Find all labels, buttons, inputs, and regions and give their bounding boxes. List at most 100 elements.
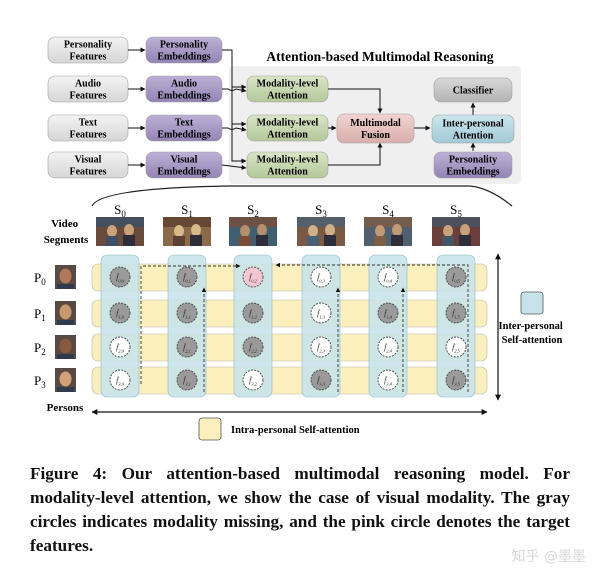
feature-circle-normal: f̂3,4: [377, 369, 399, 391]
feature-circle-normal: f̂2,5: [445, 336, 467, 358]
segment-label: S1: [181, 202, 193, 219]
feature-circle-missing: f̂2,2: [242, 336, 264, 358]
svg-text:f̂0,1: f̂0,1: [183, 271, 191, 284]
feature-circle-missing: f̂0,0: [109, 266, 131, 288]
inter-legend-label: Inter-personal Self-attention: [499, 321, 566, 346]
watermark: 知乎 @墨墨: [511, 549, 586, 565]
feature-circle-missing: f̂3,3: [310, 369, 332, 391]
feature-circle-normal: f̂3,2: [242, 369, 264, 391]
svg-text:f̂0,0: f̂0,0: [116, 271, 124, 284]
svg-text:f̂0,2: f̂0,2: [249, 271, 257, 284]
feature-circle-normal: f̂0,3: [310, 266, 332, 288]
svg-text:f̂3,0: f̂3,0: [116, 374, 124, 387]
axes: [91, 253, 501, 415]
intra-legend-swatch: [198, 417, 222, 441]
intra-row-1: [91, 299, 488, 328]
feature-circle-missing: f̂1,1: [176, 302, 198, 324]
inter-col-2: [233, 254, 273, 398]
segment-s2: S2: [229, 202, 277, 246]
person-p3: P3: [34, 368, 76, 392]
feature-circle-missing: f̂1,0: [109, 302, 131, 324]
inter-legend-swatch: [520, 291, 544, 315]
inter-col-0: [100, 254, 140, 398]
feature-circle-missing: f̂3,5: [445, 369, 467, 391]
connectors: [128, 47, 476, 170]
segment-label: S5: [450, 202, 462, 219]
segment-label: S4: [382, 202, 394, 219]
video-segments-label: Video Segments: [44, 218, 89, 246]
svg-text:f̂3,5: f̂3,5: [452, 374, 460, 387]
zoom-bracket: [91, 185, 513, 207]
person-p0: P0: [34, 265, 76, 289]
person-label: P0: [34, 270, 46, 287]
persons-axis-label: Persons: [47, 402, 84, 414]
svg-text:f̂0,4: f̂0,4: [384, 271, 392, 284]
inter-col-3: [301, 254, 341, 398]
svg-text:f̂3,4: f̂3,4: [384, 374, 392, 387]
svg-text:f̂2,1: f̂2,1: [183, 341, 191, 354]
feature-circle-missing: f̂1,5: [445, 302, 467, 324]
intra-legend-label: Intra-personal Self-attention: [231, 425, 360, 436]
segment-s4: S4: [364, 202, 412, 246]
inter-col-5: [436, 254, 476, 398]
segment-s1: S1: [163, 202, 211, 246]
classifier-box: Classifier: [433, 77, 513, 103]
svg-text:f̂1,2: f̂1,2: [249, 307, 257, 320]
segment-label: S0: [114, 202, 126, 219]
reasoning-diagram: Attention-based Multimodal Reasoning Per…: [34, 36, 566, 441]
svg-text:f̂3,2: f̂3,2: [249, 374, 257, 387]
feature-circle-missing: f̂0,5: [445, 266, 467, 288]
person-label: P1: [34, 306, 46, 323]
svg-text:f̂2,5: f̂2,5: [452, 341, 460, 354]
feature-circle-missing: f̂2,1: [176, 336, 198, 358]
person-p1: P1: [34, 301, 76, 325]
svg-text:f̂3,1: f̂3,1: [183, 374, 191, 387]
intra-row-2: [91, 333, 488, 362]
feature-circle-target: f̂0,2: [242, 266, 264, 288]
inter-col-4: [368, 254, 408, 398]
feature-circle-normal: f̂2,0: [109, 336, 131, 358]
feature-circle-normal: f̂1,3: [310, 302, 332, 324]
svg-text:f̂2,0: f̂2,0: [116, 341, 124, 354]
svg-text:f̂2,2: f̂2,2: [249, 341, 257, 354]
feature-circle-missing: f̂1,4: [377, 302, 399, 324]
segment-s0: S0: [96, 202, 144, 246]
panel-title: Attention-based Multimodal Reasoning: [266, 49, 494, 64]
classifier-box-label: Classifier: [453, 86, 494, 97]
svg-text:f̂3,3: f̂3,3: [317, 374, 325, 387]
segment-label: S3: [315, 202, 327, 219]
feature-circle-normal: f̂3,0: [109, 369, 131, 391]
intra-row-0: [91, 263, 488, 292]
feature-circle-normal: f̂2,4: [377, 336, 399, 358]
svg-text:f̂1,5: f̂1,5: [452, 307, 460, 320]
feature-circle-missing: f̂0,1: [176, 266, 198, 288]
feature-circle-normal: f̂0,4: [377, 266, 399, 288]
feature-circle-missing: f̂3,1: [176, 369, 198, 391]
svg-text:f̂2,3: f̂2,3: [317, 341, 325, 354]
inter-col-1: [167, 254, 207, 398]
svg-text:f̂1,0: f̂1,0: [116, 307, 124, 320]
segment-s3: S3: [297, 202, 345, 246]
svg-text:f̂1,1: f̂1,1: [183, 307, 191, 320]
